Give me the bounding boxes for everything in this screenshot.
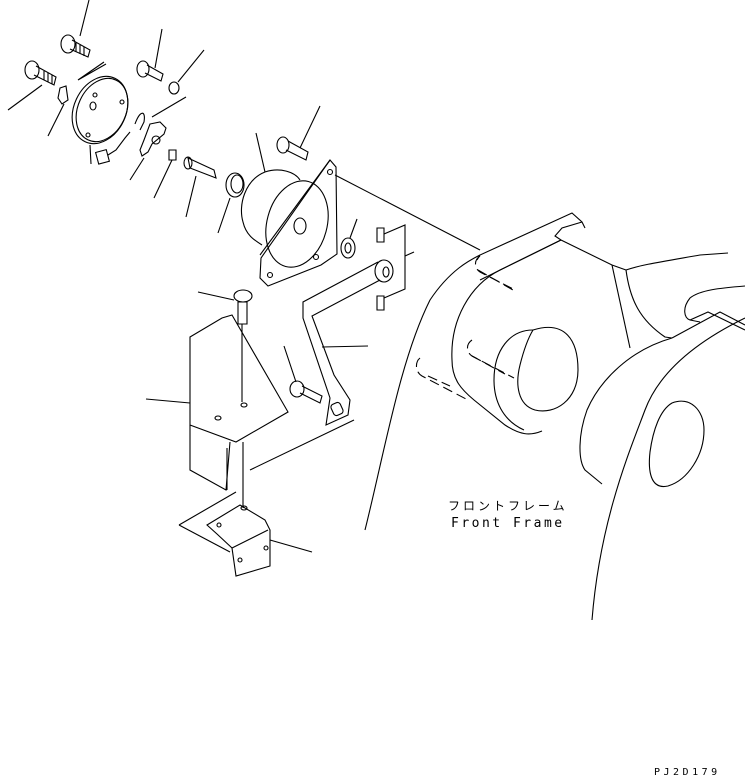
flange-bolt-top-middle bbox=[137, 29, 163, 81]
washer-small bbox=[152, 50, 204, 117]
flange-bolt-lower bbox=[284, 346, 322, 403]
connector bbox=[96, 132, 130, 164]
bolt-vertical bbox=[198, 290, 252, 407]
washer-large bbox=[341, 219, 357, 258]
flange-bolt-top-left bbox=[61, 0, 90, 57]
cover-bracket bbox=[146, 315, 288, 490]
mount-housing bbox=[241, 133, 337, 286]
front-frame bbox=[335, 175, 745, 620]
clip bbox=[48, 86, 68, 136]
front-frame-label-en: Front Frame bbox=[451, 516, 565, 531]
flange-bolt-housing bbox=[277, 106, 320, 160]
retaining-clip bbox=[154, 150, 176, 198]
sensor-with-wire bbox=[130, 113, 166, 180]
cover-plate bbox=[62, 62, 139, 164]
shaft bbox=[184, 157, 216, 217]
drawing-number: PJ2D179 bbox=[654, 767, 721, 778]
flange-bolt-left bbox=[8, 61, 56, 110]
bracket-with-studs bbox=[250, 225, 414, 470]
front-frame-label-jp: フロントフレーム bbox=[448, 499, 568, 513]
angle-bracket-base bbox=[179, 442, 312, 576]
bushing bbox=[218, 173, 244, 233]
